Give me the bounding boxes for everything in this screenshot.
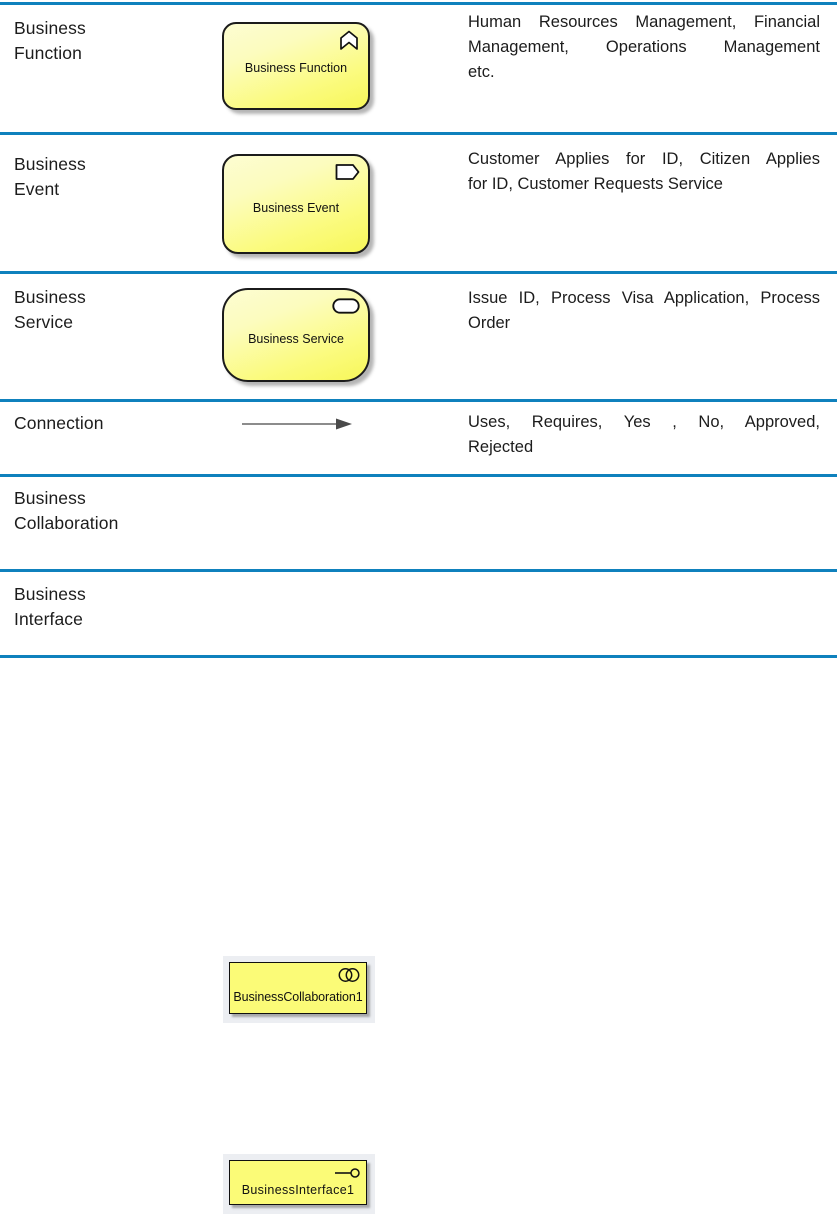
table-rule-top	[0, 2, 837, 5]
description-line: etc.	[468, 63, 495, 81]
event-flag-icon	[335, 163, 361, 181]
row-label-line: Connection	[14, 413, 104, 433]
table-rule-3	[0, 399, 837, 402]
table-rule-5	[0, 569, 837, 572]
description-line: Rejected	[468, 438, 534, 456]
business-service-shape-caption: Business Service	[248, 332, 344, 346]
figure-business-event: Business Event	[222, 154, 370, 254]
row-label-business-collaboration: Business Collaboration	[14, 486, 214, 536]
figure-business-interface: BusinessInterface1	[223, 1154, 375, 1214]
table-rule-4	[0, 474, 837, 477]
interface-lollipop-icon	[334, 1166, 360, 1178]
description-line: Human Resources Management, Financial	[468, 13, 820, 31]
row-description-business-event: Customer Applies for ID, Citizen Applies…	[468, 147, 820, 197]
table-row: Connection Uses, Requires, Yes , No, App…	[0, 399, 837, 474]
row-label-connection: Connection	[14, 411, 214, 436]
row-description-business-service: Issue ID, Process Visa Application, Proc…	[468, 286, 820, 336]
collaboration-circles-icon	[337, 967, 361, 983]
table-row: Business Collaboration BusinessCollabora…	[0, 474, 837, 1023]
description-line: Management, Operations Management	[468, 38, 820, 56]
table-rule-bottom	[0, 655, 837, 658]
row-label-line: Function	[14, 43, 82, 63]
row-label-business-function: Business Function	[14, 16, 214, 66]
description-line: Issue ID, Process Visa Application, Proc…	[468, 289, 820, 307]
function-arrow-icon	[338, 30, 360, 50]
table-rule-2	[0, 271, 837, 274]
row-label-line: Business	[14, 488, 86, 508]
figure-business-service: Business Service	[222, 288, 370, 382]
business-event-shape-caption: Business Event	[252, 201, 340, 215]
table-row: Business Event Business Event Customer A…	[0, 132, 837, 271]
description-line: Customer Applies for ID, Citizen Applies	[468, 150, 820, 168]
figure-business-collaboration: BusinessCollaboration1	[223, 956, 375, 1023]
business-collaboration-shape-caption: BusinessCollaboration1	[233, 990, 363, 1004]
row-label-line: Event	[14, 179, 60, 199]
description-line: Order	[468, 314, 511, 332]
table-row: Business Interface BusinessInterface1	[0, 569, 837, 1214]
row-description-connection: Uses, Requires, Yes , No, Approved, Reje…	[468, 410, 820, 460]
business-interface-shape[interactable]: BusinessInterface1	[229, 1160, 367, 1205]
service-oval-icon	[332, 298, 360, 314]
row-label-line: Business	[14, 18, 86, 38]
description-line: Uses, Requires, Yes , No, Approved,	[468, 413, 820, 431]
business-collaboration-shape[interactable]: BusinessCollaboration1	[229, 962, 367, 1014]
row-label-line: Business	[14, 287, 86, 307]
business-event-shape[interactable]: Business Event	[222, 154, 370, 254]
table-row: Business Service Business Service Issue …	[0, 271, 837, 399]
table-row: Business Function Business Function Huma…	[0, 0, 837, 132]
row-label-line: Business	[14, 154, 86, 174]
arrow-right-icon[interactable]	[240, 413, 360, 440]
business-service-shape[interactable]: Business Service	[222, 288, 370, 382]
row-label-business-service: Business Service	[14, 285, 214, 335]
description-line: for ID, Customer Requests Service	[468, 175, 723, 193]
business-function-shape-caption: Business Function	[244, 61, 348, 75]
table-rule-1	[0, 132, 837, 135]
row-label-business-event: Business Event	[14, 152, 214, 202]
row-label-line: Service	[14, 312, 74, 332]
row-label-business-interface: Business Interface	[14, 582, 214, 632]
row-label-line: Collaboration	[14, 513, 119, 533]
figure-business-function: Business Function	[222, 22, 370, 110]
business-interface-shape-caption: BusinessInterface1	[241, 1183, 355, 1197]
row-label-line: Interface	[14, 609, 83, 629]
business-function-shape[interactable]: Business Function	[222, 22, 370, 110]
row-description-business-function: Human Resources Management, Financial Ma…	[468, 10, 820, 85]
row-label-line: Business	[14, 584, 86, 604]
